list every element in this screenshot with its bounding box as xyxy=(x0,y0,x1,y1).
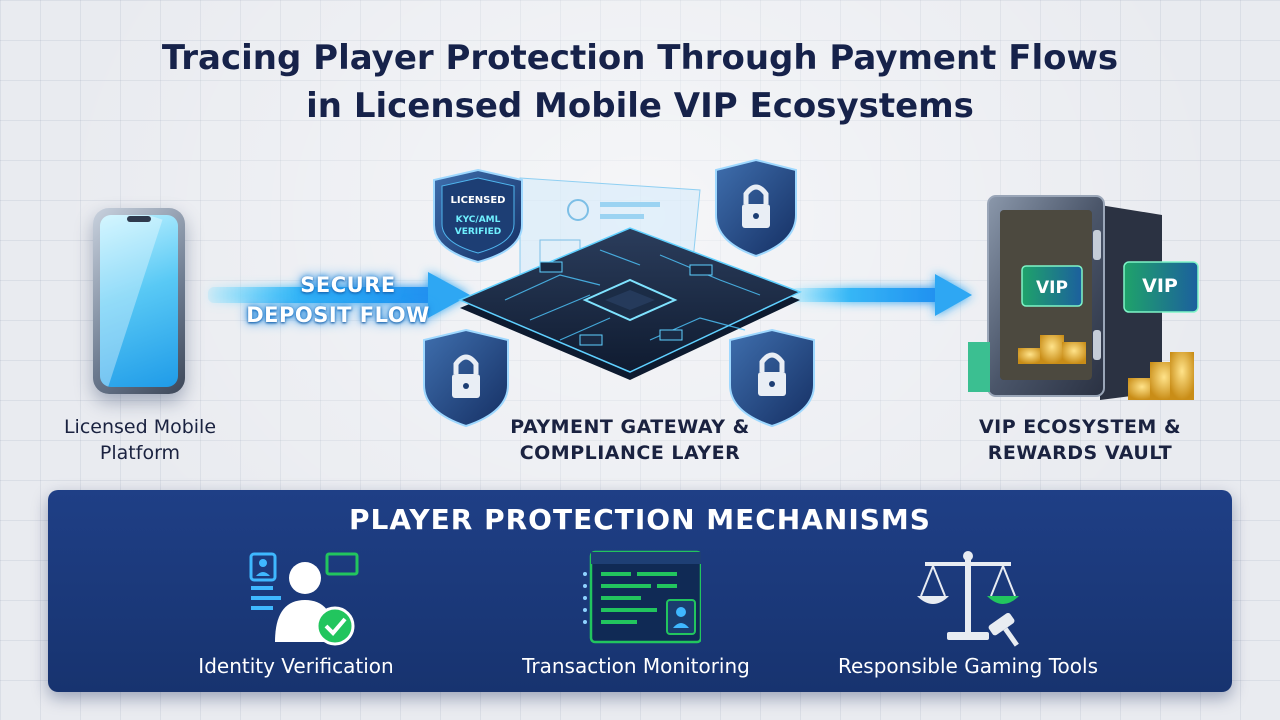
deposit-flow-label: SECURE DEPOSIT FLOW xyxy=(228,270,448,330)
kyc-badge-text: KYC/AML xyxy=(456,215,501,225)
vault-label-line-1: VIP ECOSYSTEM & xyxy=(978,416,1182,438)
panel-title: PLAYER PROTECTION MECHANISMS xyxy=(349,503,931,536)
mobile-label-line-2: Platform xyxy=(99,442,181,464)
mechanism-responsible-gaming: Responsible Gaming Tools xyxy=(818,548,1118,680)
scales-gavel-icon xyxy=(903,548,1033,648)
flow-text-line-1: SECURE xyxy=(300,273,396,297)
mechanism-transaction-monitoring: Transaction Monitoring xyxy=(486,548,786,680)
mechanism-label: Transaction Monitoring xyxy=(522,654,750,678)
mobile-label-line-1: Licensed Mobile xyxy=(63,416,217,438)
vault-label: VIP ECOSYSTEM & REWARDS VAULT xyxy=(950,414,1210,466)
page-title: Tracing Player Protection Through Paymen… xyxy=(0,34,1280,130)
vault-label-line-2: REWARDS VAULT xyxy=(987,442,1173,464)
flow-text-line-2: DEPOSIT FLOW xyxy=(246,303,430,327)
vault-flow-arrow xyxy=(790,274,972,316)
gateway-label-line-1: PAYMENT GATEWAY & xyxy=(510,416,750,438)
mobile-phone-icon xyxy=(93,208,185,394)
gateway-label-line-2: COMPLIANCE LAYER xyxy=(519,442,741,464)
monitor-screen-icon xyxy=(571,548,703,648)
chip-board xyxy=(458,227,802,380)
lock-shield-icon xyxy=(423,328,509,428)
lock-shield-icon xyxy=(729,328,815,428)
phone-screen xyxy=(100,215,178,387)
vip-card-text: VIP xyxy=(1036,278,1068,298)
mobile-platform-label: Licensed Mobile Platform xyxy=(40,414,240,466)
licensed-badge-text: LICENSED xyxy=(451,195,506,206)
mechanism-label: Responsible Gaming Tools xyxy=(837,654,1098,678)
gateway-label: PAYMENT GATEWAY & COMPLIANCE LAYER xyxy=(470,414,790,466)
vault-safe-icon: VIP VIP xyxy=(968,195,1199,400)
mechanism-label: Identity Verification xyxy=(198,654,394,678)
lock-shield-icon xyxy=(715,158,797,258)
vip-card-text: VIP xyxy=(1142,275,1178,297)
verified-badge-text: VERIFIED xyxy=(455,227,502,237)
title-line-2: in Licensed Mobile VIP Ecosystems xyxy=(306,86,974,126)
mechanism-identity-verification: Identity Verification xyxy=(146,548,446,680)
identity-check-icon xyxy=(231,548,361,648)
licensed-shield-icon: LICENSED KYC/AML VERIFIED xyxy=(433,168,523,264)
title-line-1: Tracing Player Protection Through Paymen… xyxy=(161,38,1119,78)
deposit-flow-arrow xyxy=(208,272,470,318)
phone-notch xyxy=(127,216,151,222)
